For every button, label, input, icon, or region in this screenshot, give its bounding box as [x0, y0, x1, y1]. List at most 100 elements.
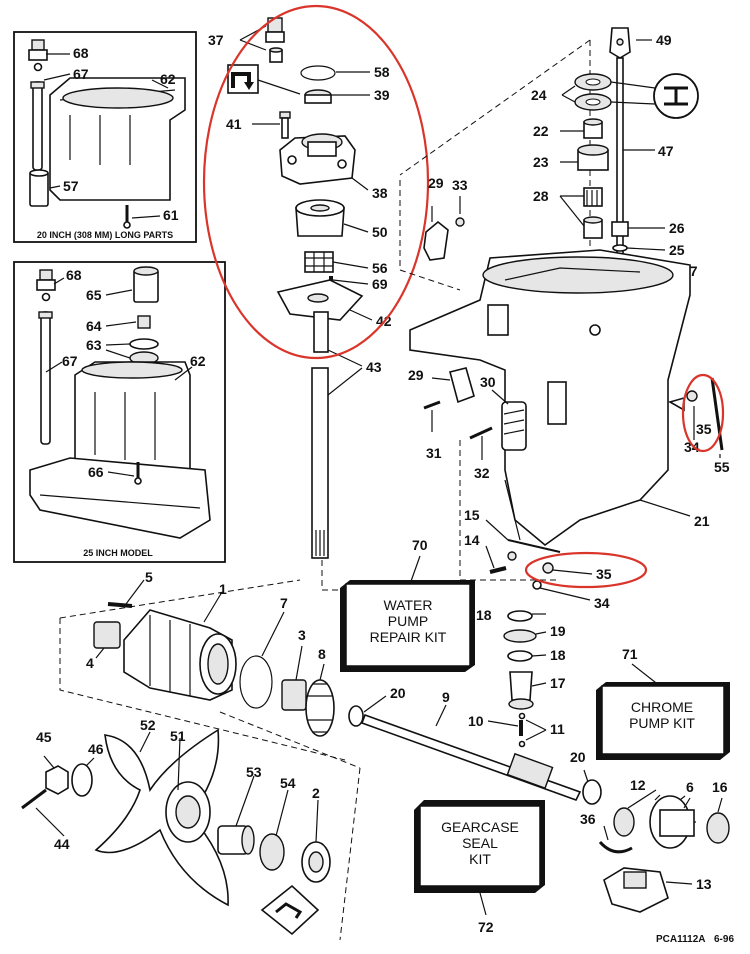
- gearcase-seal-kit-line3: KIT: [469, 851, 491, 867]
- callout-70: 70: [412, 537, 428, 553]
- callout-55: 55: [714, 459, 730, 475]
- callout-69: 69: [372, 276, 388, 292]
- callout-4: 4: [86, 655, 94, 671]
- propeller-assembly: 45 46 52 51 53 54 2 44: [21, 717, 331, 936]
- highlight-part-35-bottom: [524, 551, 648, 589]
- callout-57: 57: [63, 178, 79, 194]
- callout-36: 36: [580, 811, 596, 827]
- callout-25: 25: [669, 242, 685, 258]
- callout-72: 72: [478, 919, 494, 935]
- callout-23: 23: [533, 154, 549, 170]
- callout-67-bottom: 67: [62, 353, 78, 369]
- callout-28: 28: [533, 188, 549, 204]
- callout-35-bottom: 35: [596, 566, 612, 582]
- water-pump-kit-line2: PUMP: [388, 613, 428, 629]
- callout-10: 10: [468, 713, 484, 729]
- callout-7: 7: [280, 595, 288, 611]
- callout-34-right: 34: [684, 439, 700, 455]
- callout-1: 1: [219, 581, 227, 597]
- gearcase-housing: 29 33 29 30 31 32 21 35 34 55 15 14 35 3…: [408, 175, 730, 611]
- callout-49: 49: [656, 32, 672, 48]
- callout-63: 63: [86, 337, 102, 353]
- callout-6: 6: [686, 779, 694, 795]
- inset-20-inch-caption: 20 INCH (308 MM) LONG PARTS: [37, 230, 173, 240]
- callout-58: 58: [374, 64, 390, 80]
- callout-26: 26: [669, 220, 685, 236]
- callout-5: 5: [145, 569, 153, 585]
- callout-51: 51: [170, 728, 186, 744]
- callout-71: 71: [622, 646, 638, 662]
- callout-12: 12: [630, 777, 646, 793]
- callout-53: 53: [246, 764, 262, 780]
- callout-38: 38: [372, 185, 388, 201]
- callout-62-top: 62: [160, 71, 176, 87]
- callout-44: 44: [54, 836, 70, 852]
- callout-52: 52: [140, 717, 156, 733]
- callout-19: 19: [550, 623, 566, 639]
- callout-31: 31: [426, 445, 442, 461]
- highlight-part-35-right: [681, 373, 725, 453]
- callout-62-bottom: 62: [190, 353, 206, 369]
- callout-68-bottom: 68: [66, 267, 82, 283]
- callout-56: 56: [372, 260, 388, 276]
- callout-68-top: 68: [73, 45, 89, 61]
- callout-16: 16: [712, 779, 728, 795]
- callout-39: 39: [374, 87, 390, 103]
- callout-45: 45: [36, 729, 52, 745]
- water-pump-kit-line1: WATER: [384, 597, 433, 613]
- callout-15: 15: [464, 507, 480, 523]
- gearcase-seal-kit-line1: GEARCASE: [441, 819, 519, 835]
- callout-61: 61: [163, 207, 179, 223]
- callout-34-bottom: 34: [594, 595, 610, 611]
- callout-18-top: 18: [476, 607, 492, 623]
- drawing-date: 6-96: [714, 934, 734, 945]
- water-pump-kit-line3: REPAIR KIT: [370, 629, 447, 645]
- callout-17: 17: [550, 675, 566, 691]
- water-pump-repair-kit-box: WATER PUMP REPAIR KIT 70: [340, 537, 475, 672]
- callout-30: 30: [480, 374, 496, 390]
- callout-33: 33: [452, 177, 468, 193]
- callout-13: 13: [696, 876, 712, 892]
- callout-67-top: 67: [73, 66, 89, 82]
- water-pump-assembly: 37 58 39 41 38 50 56 69 42 43: [202, 4, 430, 559]
- callout-66: 66: [88, 464, 104, 480]
- callout-41: 41: [226, 116, 242, 132]
- callout-22: 22: [533, 123, 549, 139]
- callout-54: 54: [280, 775, 296, 791]
- chrome-pump-kit-line2: PUMP KIT: [629, 715, 695, 731]
- callout-21: 21: [694, 513, 710, 529]
- gearcase-seal-kit-box: GEARCASE SEAL KIT 72: [414, 800, 545, 935]
- inset-20-inch: 68 67 62 57 61 20 INCH (308 MM) LONG PAR…: [13, 31, 197, 243]
- highlight-water-pump: [202, 4, 430, 360]
- callout-47: 47: [658, 143, 674, 159]
- propeller-shaft-assembly: 5 4 1 7 3 8 20 9 10 11 18 19 18 17 20 12…: [86, 569, 730, 913]
- callout-18-bottom: 18: [550, 647, 566, 663]
- callout-29-mid: 29: [408, 367, 424, 383]
- callout-65: 65: [86, 287, 102, 303]
- callout-50: 50: [372, 224, 388, 240]
- callout-14: 14: [464, 532, 480, 548]
- callout-35-right: 35: [696, 421, 712, 437]
- shift-rod-assembly: 49 24 22 23 28 47 26 25 27: [531, 27, 699, 279]
- gearcase-seal-kit-line2: SEAL: [462, 835, 498, 851]
- callout-46: 46: [88, 741, 104, 757]
- apply-sealant-icon: [227, 64, 259, 94]
- callout-20-left: 20: [390, 685, 406, 701]
- callout-24: 24: [531, 87, 547, 103]
- callout-2: 2: [312, 785, 320, 801]
- callout-20-right: 20: [570, 749, 586, 765]
- callout-64: 64: [86, 318, 102, 334]
- inset-25-inch: 68 65 64 63 67 62 66 25 INCH MODEL: [13, 261, 226, 563]
- callout-29-top: 29: [428, 175, 444, 191]
- drawing-code: PCA1112A: [656, 934, 705, 945]
- callout-11: 11: [550, 721, 565, 737]
- callout-8: 8: [318, 646, 326, 662]
- callout-37: 37: [208, 32, 224, 48]
- chrome-pump-kit-box: CHROME PUMP KIT 71: [596, 646, 730, 760]
- chrome-pump-kit-line1: CHROME: [631, 699, 693, 715]
- apply-lubricant-icon: [260, 884, 320, 936]
- callout-9: 9: [442, 689, 450, 705]
- callout-43: 43: [366, 359, 382, 375]
- inset-25-inch-caption: 25 INCH MODEL: [83, 548, 153, 558]
